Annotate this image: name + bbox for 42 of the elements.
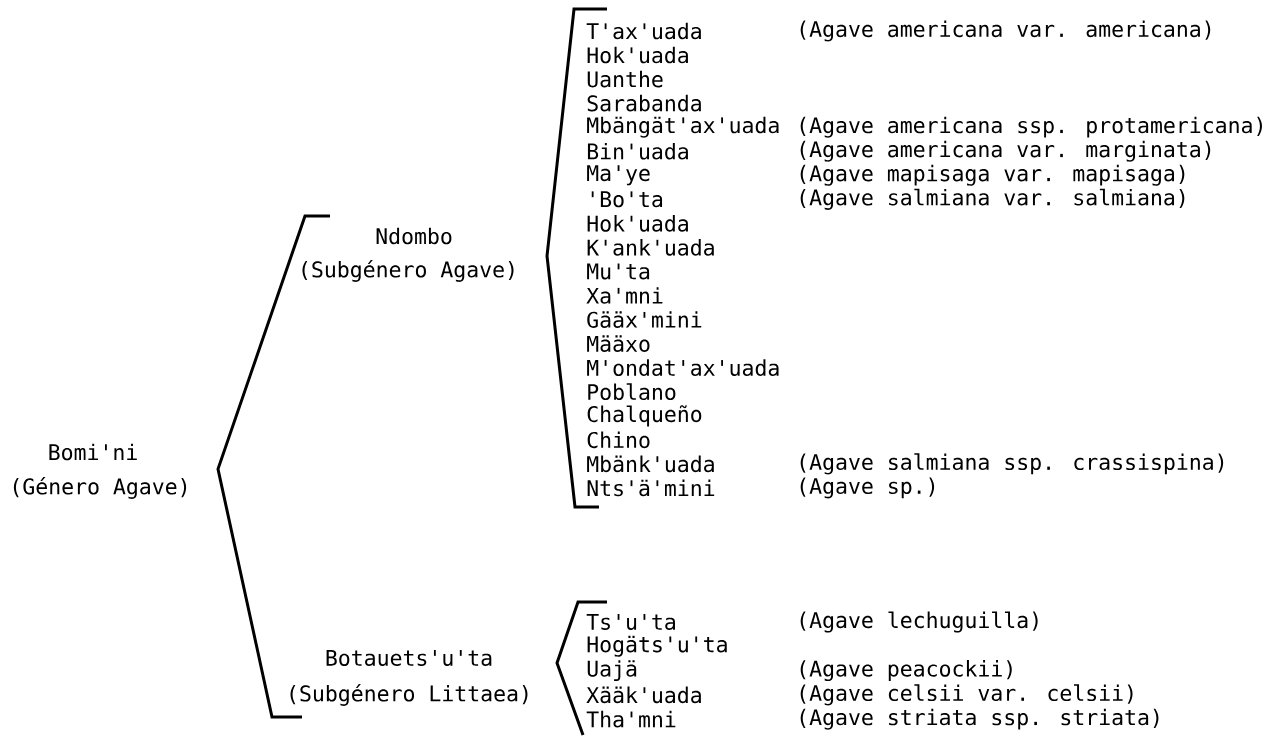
common-name: Tha'mni bbox=[586, 710, 676, 728]
common-name: Chalqueño bbox=[587, 405, 702, 427]
common-name: Uanthe bbox=[587, 70, 663, 88]
group-name: Bomi'ni bbox=[49, 443, 137, 461]
common-name: M'ondat'ax'uada bbox=[587, 359, 779, 376]
common-name: Chino bbox=[587, 431, 650, 449]
common-name: Nts'ä'mini bbox=[587, 479, 715, 497]
species-name: (Agave peacockii) bbox=[800, 660, 1012, 682]
common-name: K'ank'uada bbox=[587, 239, 714, 256]
group-name: (Género Agave) bbox=[13, 477, 187, 499]
common-name: Hok'uada bbox=[587, 215, 688, 232]
species-name: (Agave americana var. americana) bbox=[800, 20, 1211, 42]
common-name: Ma'ye bbox=[587, 165, 650, 186]
species-name: (Agave americana ssp. protamericana) bbox=[800, 116, 1262, 138]
species-name: (Agave salmiana var. salmiana) bbox=[800, 188, 1185, 210]
species-name: (Agave striata ssp. striata) bbox=[800, 708, 1159, 730]
common-name: Ts'u'ta bbox=[586, 614, 675, 630]
species-name: (Agave mapisaga var. mapisaga) bbox=[800, 164, 1185, 186]
species-name: (Agave celsii var. celsii) bbox=[800, 684, 1133, 706]
group-name: Ndombo bbox=[376, 227, 452, 245]
common-name: Xääk'uada bbox=[586, 686, 701, 704]
group-name: Botauets'u'ta bbox=[326, 650, 492, 666]
common-name: Mu'ta bbox=[587, 263, 650, 280]
common-name: Sarabanda bbox=[587, 94, 701, 112]
common-name: Xa'mni bbox=[586, 287, 663, 304]
common-name: Hok'uada bbox=[587, 46, 688, 64]
common-name: Poblano bbox=[588, 383, 676, 401]
common-name: Uajä bbox=[587, 660, 637, 681]
common-name: Bin'uada bbox=[587, 142, 688, 160]
common-name: Määxo bbox=[587, 335, 650, 352]
common-name: Gääx'mini bbox=[587, 311, 702, 328]
common-name: 'Bo'ta bbox=[591, 191, 663, 208]
group-name: (Subgénero Agave) bbox=[302, 260, 514, 282]
species-name: (Agave lechuguilla) bbox=[800, 611, 1038, 633]
common-name: Hogäts'u'ta bbox=[587, 635, 727, 657]
common-name: T'ax'uada bbox=[586, 22, 701, 40]
common-name: Mbängät'ax'uada bbox=[587, 116, 779, 138]
species-name: (Agave salmiana ssp. crassispina) bbox=[800, 453, 1224, 475]
group-name: (Subgénero Littaea) bbox=[290, 684, 528, 706]
species-name: (Agave americana var. marginata) bbox=[800, 140, 1211, 162]
common-name: Mbänk'uada bbox=[587, 455, 714, 473]
species-name: (Agave sp.) bbox=[800, 477, 935, 499]
